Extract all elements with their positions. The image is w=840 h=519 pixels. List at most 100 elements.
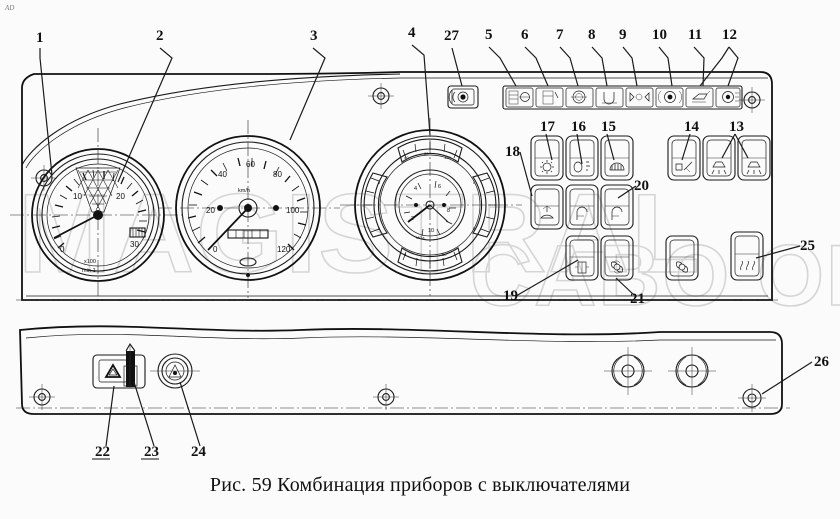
svg-text:80: 80 xyxy=(424,151,429,156)
switch-washer[interactable] xyxy=(565,184,599,230)
callout-11: 11 xyxy=(688,27,702,43)
ignition-lock[interactable] xyxy=(150,353,200,389)
tachometer-redzone xyxy=(75,167,121,213)
callout-2: 2 xyxy=(156,28,164,44)
svg-text:4: 4 xyxy=(414,186,417,192)
svg-text:5: 5 xyxy=(378,226,381,231)
speedo-tick-120: 120 xyxy=(277,245,291,254)
callout-21: 21 xyxy=(630,291,645,307)
hazard-switch[interactable] xyxy=(92,354,146,389)
svg-text:6: 6 xyxy=(438,184,441,190)
speedo-tick-100: 100 xyxy=(286,206,300,215)
callout-6: 6 xyxy=(521,27,529,43)
callout-22: 22 xyxy=(95,444,110,460)
switch-21[interactable] xyxy=(600,235,634,281)
tachometer-ticks xyxy=(51,169,147,249)
figure-caption: Рис. 59 Комбинация приборов с выключател… xyxy=(209,474,631,496)
svg-text:120: 120 xyxy=(444,155,451,160)
tach-tick-30: 30 xyxy=(130,240,139,249)
switch-13b[interactable] xyxy=(737,135,771,181)
callout-26: 26 xyxy=(814,354,830,370)
svg-text:0: 0 xyxy=(404,252,407,257)
sub-scale-top: 40 80 120 xyxy=(397,138,463,163)
svg-text:0: 0 xyxy=(473,180,476,185)
callout-7: 7 xyxy=(556,27,564,43)
watermark: MAGISTRAL CABO ONLINE xyxy=(17,170,840,325)
center-dial: 2 4 6 8 10 МПа xyxy=(403,180,456,240)
mounting-hole-26 xyxy=(738,384,766,412)
lamp-12[interactable] xyxy=(715,87,741,108)
tach-unit-2: min-1 xyxy=(82,268,96,274)
tachometer-gauge: 0 10 20 30 x100 min-1 xyxy=(10,128,186,302)
switch-18[interactable] xyxy=(530,184,564,230)
tach-tick-10: 10 xyxy=(73,192,82,201)
corner-mark: AD xyxy=(5,4,15,12)
svg-text:50: 50 xyxy=(442,252,447,257)
speedo-tick-20: 20 xyxy=(206,206,215,215)
speedo-needle xyxy=(207,207,249,251)
upper-panel-outline xyxy=(16,71,780,301)
lamp-6[interactable] xyxy=(535,87,564,108)
switch-20[interactable] xyxy=(600,184,634,230)
callout-1: 1 xyxy=(36,30,44,46)
leader-lines xyxy=(39,44,813,447)
callout-18: 18 xyxy=(505,144,520,160)
speedo-unit: km/h xyxy=(238,188,250,194)
switch-13a[interactable] xyxy=(702,135,736,181)
mounting-holes-lower xyxy=(29,347,766,412)
callout-16: 16 xyxy=(571,119,587,135)
callout-5: 5 xyxy=(485,27,493,43)
callout-25: 25 xyxy=(800,238,815,254)
tach-unit-1: x100 xyxy=(84,259,96,265)
svg-text:40: 40 xyxy=(404,155,409,160)
callout-12: 12 xyxy=(722,27,737,43)
switch-14[interactable] xyxy=(667,135,701,181)
callout-17: 17 xyxy=(540,119,556,135)
sub-scale-bottom: 0 50 xyxy=(397,247,463,272)
lower-panel xyxy=(16,325,790,415)
sub-scale-left: 0 5 xyxy=(363,172,388,238)
speedo-tick-0: 0 xyxy=(213,245,218,254)
switch-16[interactable] xyxy=(565,135,599,181)
svg-text:10: 10 xyxy=(428,228,434,234)
callout-numbers: 1 2 3 4 27 5 6 7 8 9 10 11 12 18 17 16 1… xyxy=(36,25,830,460)
lamp-27[interactable] xyxy=(447,85,479,109)
lamp-5[interactable] xyxy=(505,87,534,108)
lamp-8[interactable] xyxy=(595,87,624,108)
callout-23: 23 xyxy=(144,444,159,460)
callout-27: 27 xyxy=(444,28,460,44)
switch-19[interactable] xyxy=(565,235,599,281)
callout-10: 10 xyxy=(652,27,667,43)
hazard-lever[interactable] xyxy=(123,342,138,388)
callout-20: 20 xyxy=(634,178,649,194)
sub-scale-right: 0 5 xyxy=(472,172,497,238)
callout-15: 15 xyxy=(601,119,616,135)
switch-15[interactable] xyxy=(600,135,634,181)
callout-14: 14 xyxy=(684,119,700,135)
lamp-7[interactable] xyxy=(565,87,594,108)
svg-text:5: 5 xyxy=(473,226,476,231)
svg-text:МПа: МПа xyxy=(416,235,425,240)
svg-text:8: 8 xyxy=(447,208,450,214)
switch-group-right xyxy=(665,135,771,281)
tach-tick-0: 0 xyxy=(60,245,65,254)
speedo-tick-60: 60 xyxy=(246,160,255,169)
speedo-tick-40: 40 xyxy=(218,170,227,179)
speedometer-gauge: 0 20 40 60 80 100 120 km/h xyxy=(158,120,340,298)
callout-8: 8 xyxy=(588,27,596,43)
switch-group-left xyxy=(530,135,634,281)
speedometer-ticks xyxy=(187,157,308,251)
lamp-10[interactable] xyxy=(655,87,684,108)
callout-19: 19 xyxy=(503,288,518,304)
lamp-9[interactable] xyxy=(625,87,654,108)
callout-4: 4 xyxy=(408,25,416,41)
tach-tick-20: 20 xyxy=(116,192,125,201)
callout-13: 13 xyxy=(729,119,744,135)
switch-fan-aux[interactable] xyxy=(665,235,699,281)
speedo-tick-80: 80 xyxy=(273,170,282,179)
lamp-11[interactable] xyxy=(685,87,714,108)
watermark-secondary: CABO ONLINE xyxy=(470,228,840,324)
callout-24: 24 xyxy=(191,444,207,460)
callout-3: 3 xyxy=(310,28,318,44)
